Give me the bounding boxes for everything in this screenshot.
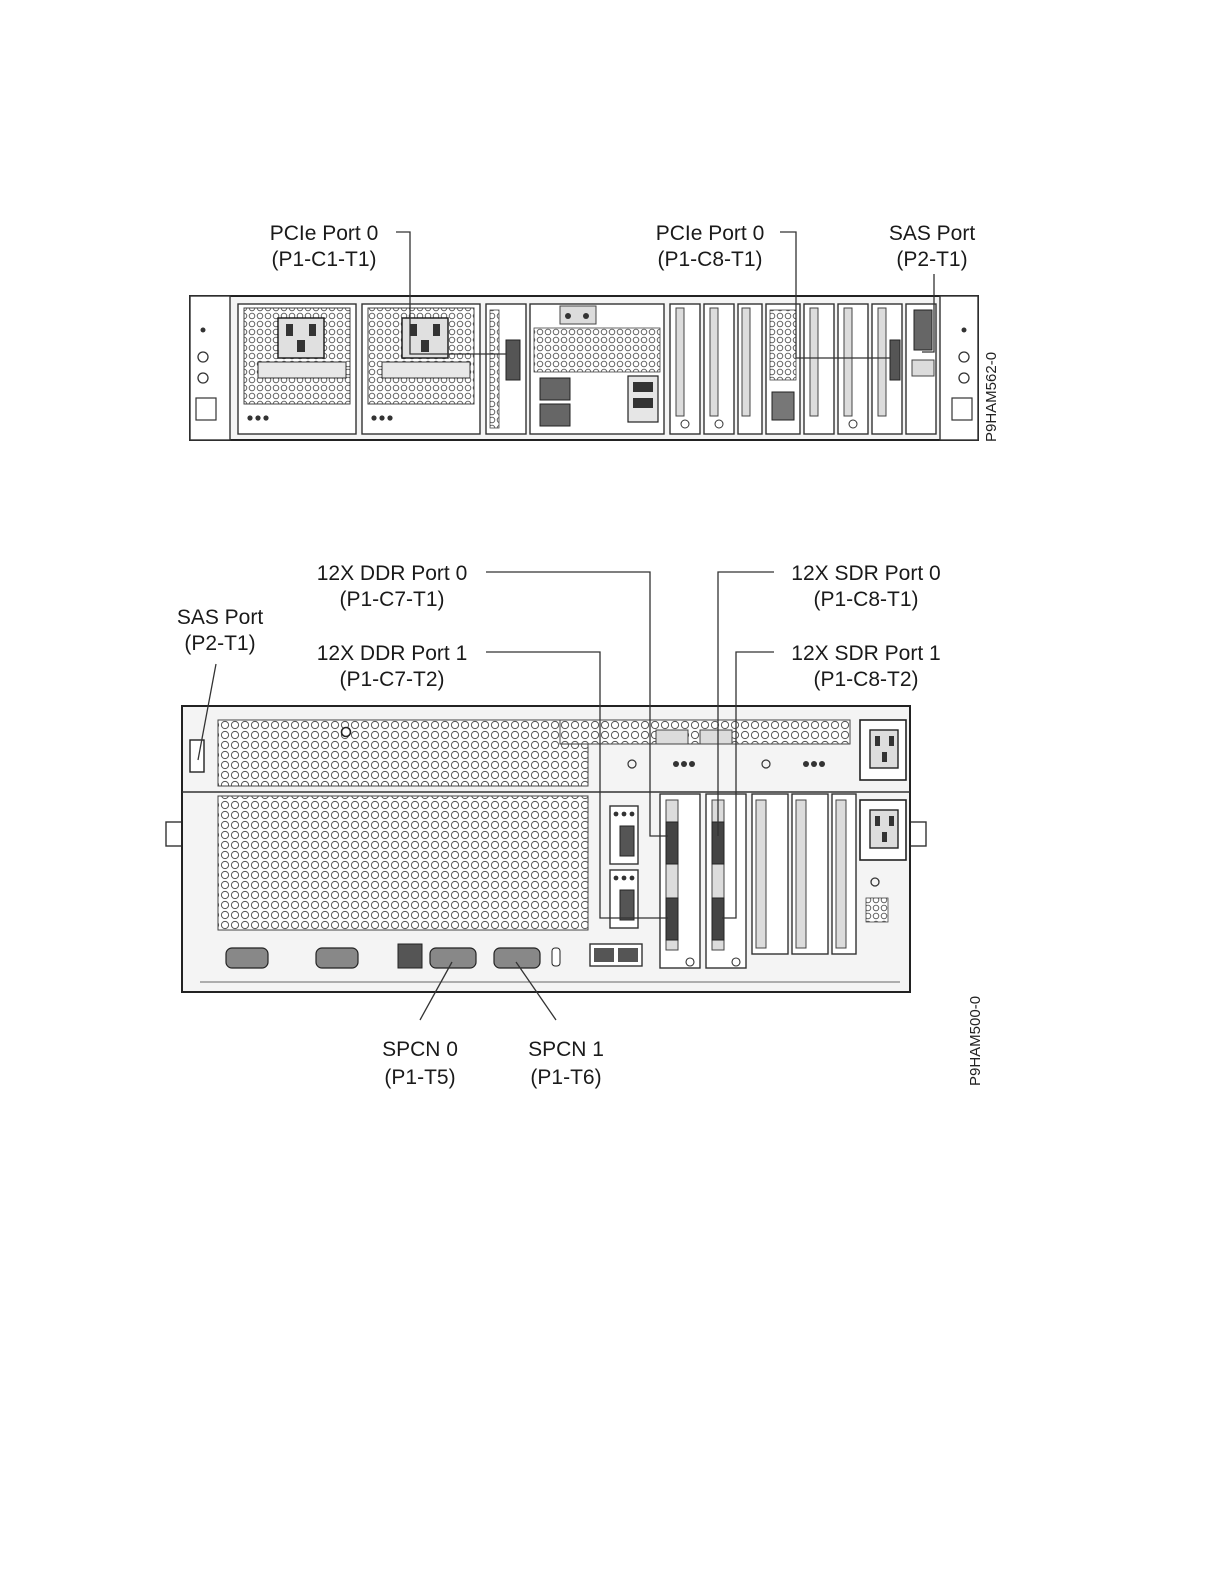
fig2-spcn0-connector xyxy=(430,948,476,968)
fig2-sdr0-location: (P1-C8-T1) xyxy=(813,588,918,611)
fig2-spcn0-label: SPCN 0 xyxy=(382,1038,458,1061)
fig2-id-label: P9HAM500-0 xyxy=(967,996,984,1086)
fig2-top-vent xyxy=(218,720,588,786)
fig2-pci-slots xyxy=(752,794,856,954)
fig1-pcie-c8-label: PCIe Port 0 xyxy=(656,222,765,245)
fig1-pcie-c8-location: (P1-C8-T1) xyxy=(657,248,762,271)
fig2-sas-label: SAS Port xyxy=(177,606,264,629)
fig1-sas-location: (P2-T1) xyxy=(896,248,967,271)
fig1-id-label: P9HAM562-0 xyxy=(983,352,1000,442)
fig2-sdr0-label: 12X SDR Port 0 xyxy=(791,562,940,585)
fig2-sdr1-location: (P1-C8-T2) xyxy=(813,668,918,691)
fig1-system-io xyxy=(530,304,664,434)
fig2-sas-port-connector xyxy=(190,740,204,772)
fig1-power-supply-1 xyxy=(238,304,356,434)
fig2-spcn1-connector xyxy=(494,948,540,968)
fig2-spcn1-location: (P1-T6) xyxy=(530,1066,601,1089)
fig2-ddr0-location: (P1-C7-T1) xyxy=(339,588,444,611)
fig2-ddr0-label: 12X DDR Port 0 xyxy=(317,562,468,585)
fig2-sdr1-label: 12X SDR Port 1 xyxy=(791,642,940,665)
fig2-spcn0-location: (P1-T5) xyxy=(384,1066,455,1089)
fig2-lower-vent xyxy=(218,796,588,930)
fig1-pcie-c1-label: PCIe Port 0 xyxy=(270,222,379,245)
fig1-power-supply-2 xyxy=(362,304,480,434)
fig2-sas-location: (P2-T1) xyxy=(184,632,255,655)
fig2-ddr1-label: 12X DDR Port 1 xyxy=(317,642,468,665)
fig2-ddr1-location: (P1-C7-T2) xyxy=(339,668,444,691)
figure-2-rear-view: SAS Port (P2-T1) 12X DDR Port 0 (P1-C7-T… xyxy=(166,562,984,1089)
fig2-spcn1-label: SPCN 1 xyxy=(528,1038,604,1061)
fig2-gx-adapter-c8 xyxy=(706,794,746,968)
fig1-slot-c1 xyxy=(486,304,526,434)
fig1-sas-label: SAS Port xyxy=(889,222,976,245)
figure-1-rear-view: PCIe Port 0 (P1-C1-T1) PCIe Port 0 (P1-C… xyxy=(190,222,1000,442)
fig2-gx-adapter-c7 xyxy=(660,794,700,968)
fig1-pcie-c1-location: (P1-C1-T1) xyxy=(271,248,376,271)
